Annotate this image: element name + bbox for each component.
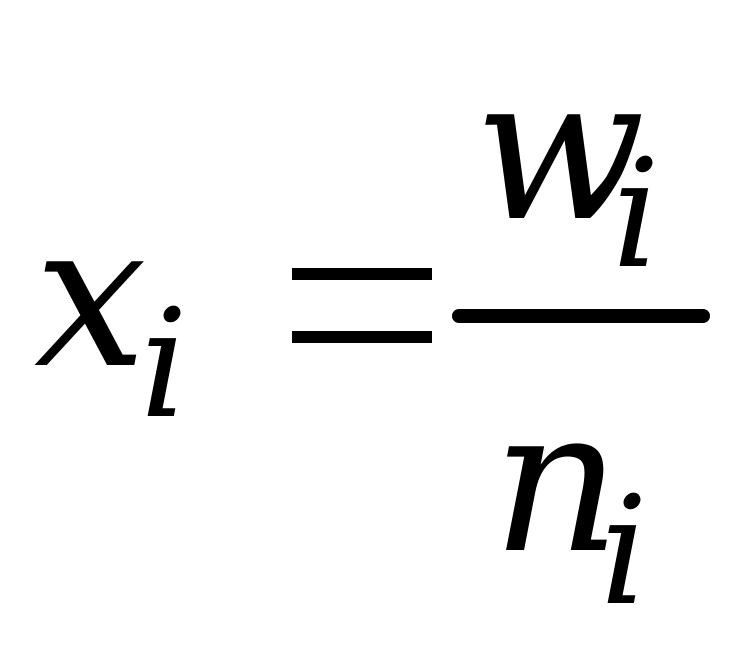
numerator-variable: w <box>474 33 646 266</box>
equals-bar-bottom <box>292 331 432 343</box>
fraction-bar <box>452 309 710 323</box>
equals-bar-top <box>292 268 432 280</box>
denominator-variable: n <box>492 365 621 598</box>
lhs-variable: x <box>34 180 147 413</box>
denominator-subscript: i <box>600 465 648 639</box>
lhs-subscript: i <box>140 278 188 452</box>
numerator-subscript: i <box>612 128 660 302</box>
equals-sign <box>292 268 432 343</box>
